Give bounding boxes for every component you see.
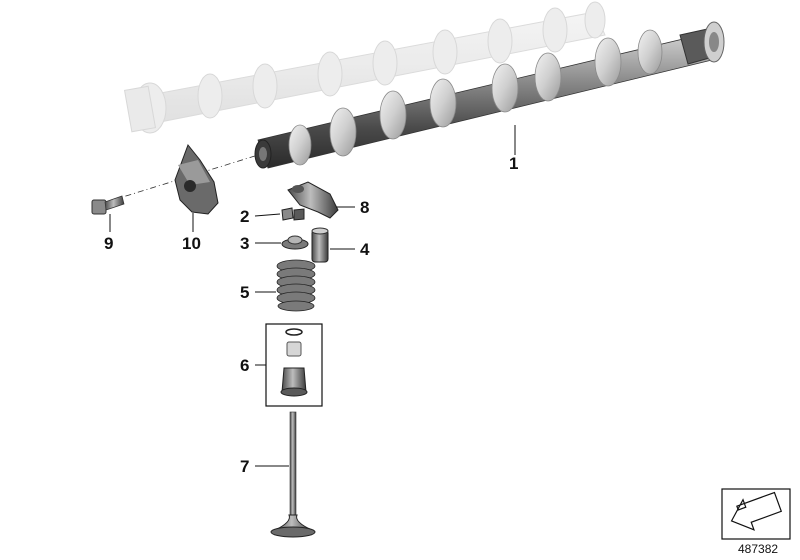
ghost-camshaft — [123, 1, 606, 134]
callout-6: 6 — [240, 356, 249, 375]
callout-4: 4 — [360, 240, 370, 259]
rocker-arm — [287, 181, 339, 219]
callout-2: 2 — [240, 207, 249, 226]
navigation-arrow-icon — [721, 488, 791, 540]
alignment-line — [112, 154, 259, 201]
callout-5: 5 — [240, 283, 249, 302]
document-number: 487382 — [738, 542, 778, 556]
valve-spring — [276, 259, 316, 312]
sensor-wheel — [174, 143, 219, 215]
camshaft — [254, 21, 725, 169]
callout-3: 3 — [240, 234, 249, 253]
hydraulic-lifter — [311, 227, 329, 263]
valve — [270, 411, 316, 538]
callout-9: 9 — [104, 234, 113, 253]
valve-seal-kit — [265, 323, 323, 407]
callout-10: 10 — [182, 234, 201, 253]
callout-7: 7 — [240, 457, 249, 476]
spring-retainer — [281, 235, 309, 250]
valve-collets — [281, 207, 305, 221]
leader-lines — [109, 125, 516, 467]
callout-1: 1 — [509, 154, 518, 173]
callout-8: 8 — [360, 198, 369, 217]
bolt — [91, 195, 125, 215]
